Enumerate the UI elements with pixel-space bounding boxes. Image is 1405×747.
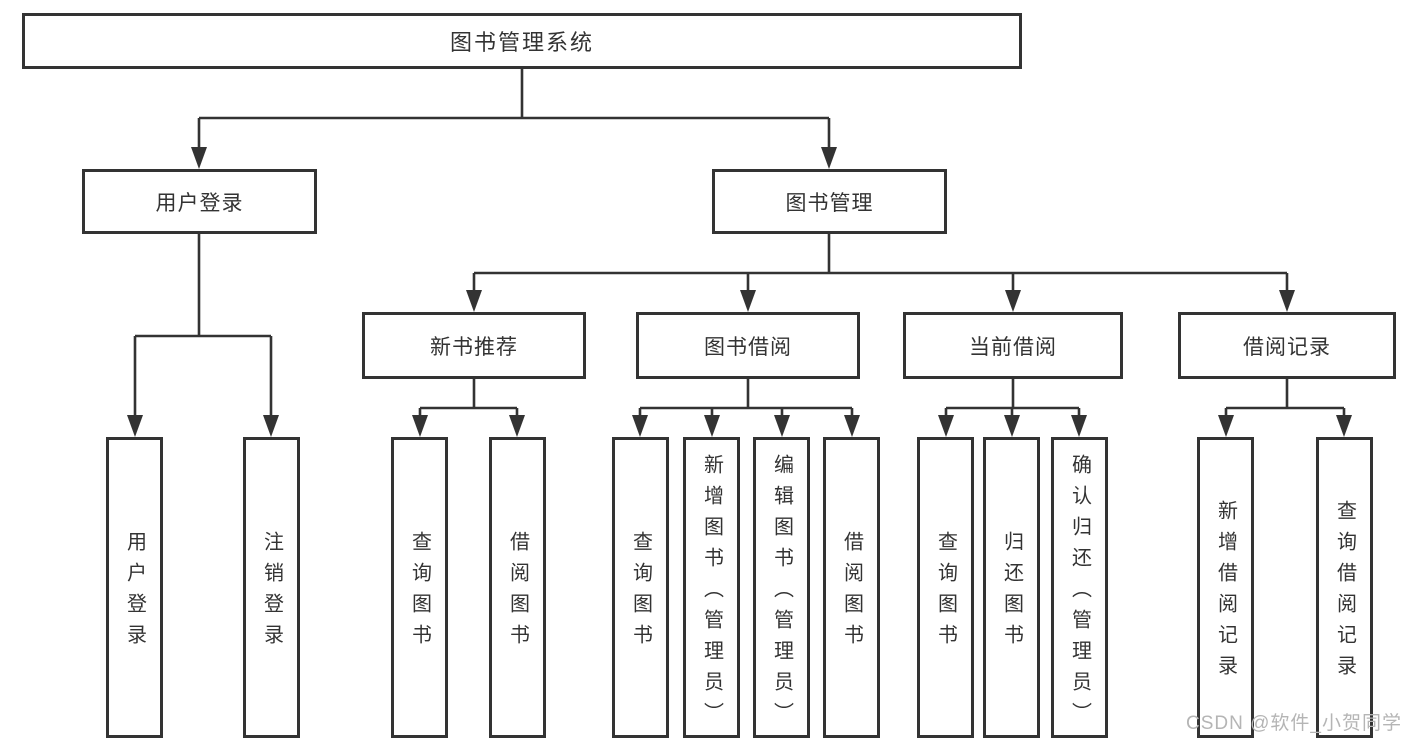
leaf-edit-books-admin: 编辑图书（管理员）: [753, 437, 810, 738]
node-book-borrow-label: 图书借阅: [704, 335, 792, 359]
connector-current-borrow-children: [938, 379, 1087, 437]
node-current-borrow: 当前借阅: [903, 312, 1123, 379]
node-borrow-records-label: 借阅记录: [1243, 335, 1331, 359]
leaf-query-borrow-record: 查询借阅记录: [1316, 437, 1373, 738]
node-current-borrow-label: 当前借阅: [969, 335, 1057, 359]
node-book-borrow: 图书借阅: [636, 312, 860, 379]
arrowhead-borrow-records: [1279, 290, 1295, 312]
node-book-mgmt: 图书管理: [712, 169, 947, 234]
leaf-borrow-books-2: 借阅图书: [823, 437, 880, 738]
node-new-books-label: 新书推荐: [430, 335, 518, 359]
connector-user-login-children: [127, 234, 279, 437]
leaf-query-books-1: 查询图书: [391, 437, 448, 738]
csdn-watermark: CSDN @软件_小贺同学: [1186, 713, 1402, 734]
arrowhead-book-mgmt: [821, 147, 837, 169]
leaf-return-books: 归还图书: [983, 437, 1040, 738]
node-root-label: 图书管理系统: [449, 30, 594, 55]
connector-book-mgmt-children: [466, 234, 1295, 312]
arrowhead-current-borrow: [1005, 290, 1021, 312]
leaf-logout: 注销登录: [243, 437, 300, 738]
leaf-confirm-return-admin: 确认归还（管理员）: [1051, 437, 1108, 738]
leaf-user-login: 用户登录: [106, 437, 163, 738]
arrowhead-login-leaf: [127, 415, 143, 437]
node-book-mgmt-label: 图书管理: [785, 191, 874, 215]
arrowhead-user-login: [191, 147, 207, 169]
connector-new-books-children: [412, 379, 525, 437]
leaf-borrow-books-1: 借阅图书: [489, 437, 546, 738]
node-root: 图书管理系统: [22, 13, 1022, 69]
node-borrow-records: 借阅记录: [1178, 312, 1396, 379]
leaf-query-books-3: 查询图书: [917, 437, 974, 738]
arrowhead-book-borrow: [740, 290, 756, 312]
connector-borrow-records-children: [1218, 379, 1352, 437]
arrowhead-new-books: [466, 290, 482, 312]
node-user-login: 用户登录: [82, 169, 317, 234]
connector-book-borrow-children: [632, 379, 860, 437]
leaf-add-books-admin: 新增图书（管理员）: [683, 437, 740, 738]
node-new-books: 新书推荐: [362, 312, 586, 379]
arrowhead-logout-leaf: [263, 415, 279, 437]
connector-root-to-level2: [191, 69, 837, 169]
leaf-add-borrow-record: 新增借阅记录: [1197, 437, 1254, 738]
node-user-login-label: 用户登录: [155, 191, 244, 215]
leaf-query-books-2: 查询图书: [612, 437, 669, 738]
